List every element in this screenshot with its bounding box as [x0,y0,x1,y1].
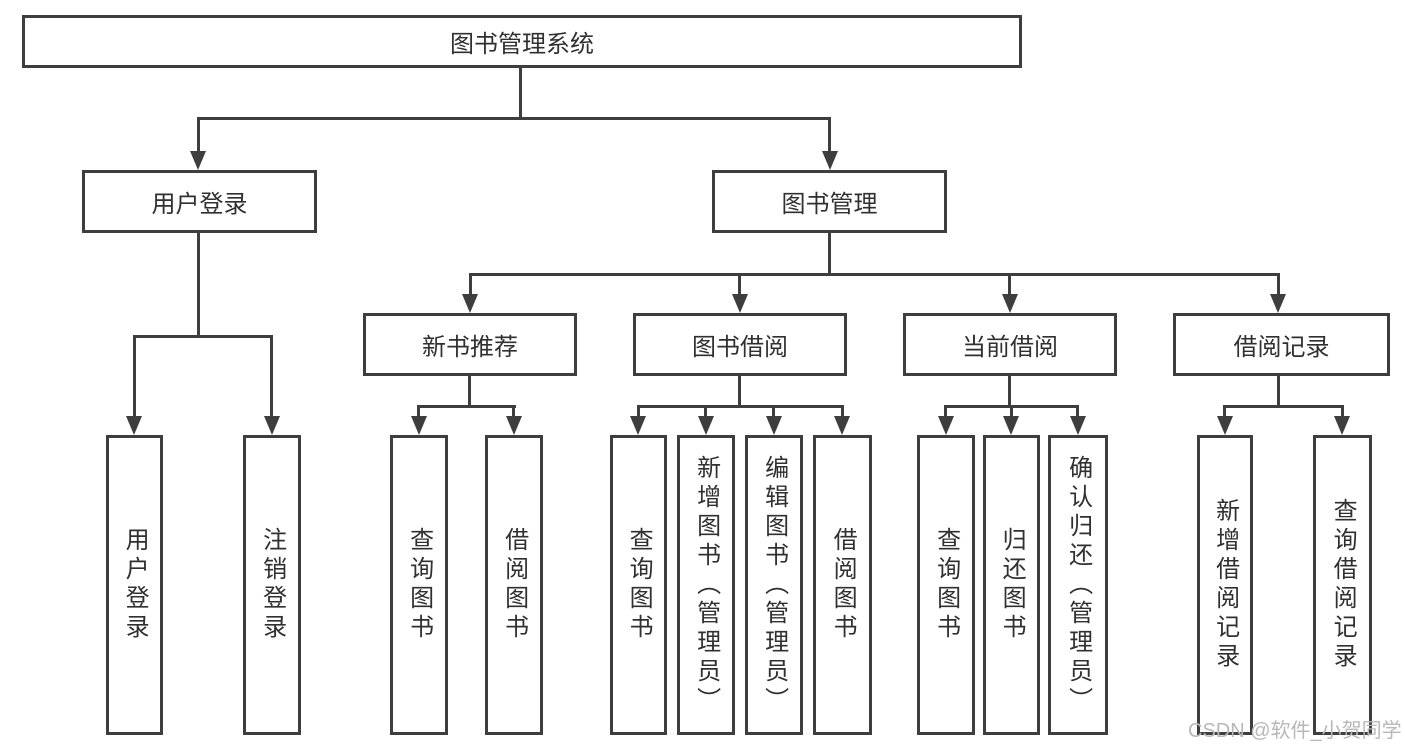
leaf-records-add-label: 新增借阅记录 [1211,498,1239,672]
connector-newbook-stem [468,376,471,407]
leaf-records-add: 新增借阅记录 [1197,435,1253,735]
connector-drop [944,405,947,421]
leaf-newbook-query-label: 查询图书 [405,527,433,643]
node-root: 图书管理系统 [22,15,1022,68]
arrowhead-down-icon [1217,416,1233,435]
connector-root-stem [519,68,522,120]
arrowhead-down-icon [190,151,206,170]
node-new-book-recommend: 新书推荐 [363,313,577,376]
connector-drop-user-leaf1 [133,335,136,421]
connector-drop-currentborrow [1008,273,1011,298]
watermark: CSDN @软件_小贺同学 [1188,720,1402,742]
leaf-current-return: 归还图书 [983,435,1040,735]
arrowhead-down-icon [462,294,478,313]
arrowhead-down-icon [630,416,646,435]
arrowhead-down-icon [822,151,838,170]
arrowhead-down-icon [938,416,954,435]
connector-drop [1076,405,1079,421]
connector-drop-records [1277,273,1280,298]
arrowhead-down-icon [1002,294,1018,313]
node-user-login-label: 用户登录 [151,191,248,218]
connector-drop-newbook [469,273,472,298]
connector-user-bar [133,335,273,338]
node-borrow-records-label: 借阅记录 [1233,334,1330,361]
leaf-newbook-borrow-label: 借阅图书 [500,527,528,643]
node-book-management-label: 图书管理 [781,191,878,218]
connector-bookmgmt-bar [469,273,1279,276]
connector-drop-user-leaf2 [270,335,273,421]
node-book-borrow-label: 图书借阅 [692,334,788,361]
arrowhead-down-icon [766,416,782,435]
arrowhead-down-icon [1003,416,1019,435]
arrowhead-down-icon [264,416,280,435]
connector-drop [637,405,640,421]
connector-user-stem [197,233,200,337]
connector-drop [1341,405,1344,421]
node-user-login: 用户登录 [82,170,317,233]
arrowhead-down-icon [834,416,850,435]
connector-drop [704,405,707,421]
connector-drop-user [197,117,200,155]
leaf-current-confirm-admin-label: 确认归还（管理员） [1064,454,1092,716]
arrowhead-down-icon [1270,294,1286,313]
leaf-borrow-book: 借阅图书 [813,435,872,735]
arrowhead-down-icon [698,416,714,435]
node-borrow-records: 借阅记录 [1173,313,1390,376]
leaf-borrow-query: 查询图书 [610,435,667,735]
connector-drop [512,405,515,421]
arrowhead-down-icon [1070,416,1086,435]
leaf-current-query-label: 查询图书 [932,527,960,643]
leaf-current-confirm-admin: 确认归还（管理员） [1048,435,1108,735]
connector-bookmgmt-stem [828,233,831,275]
leaf-logout: 注销登录 [243,435,301,735]
leaf-borrow-add-admin-label: 新增图书（管理员） [692,454,720,716]
connector-bookborrow-stem [738,376,741,407]
connector-drop-bookborrow [738,273,741,298]
node-current-borrow-label: 当前借阅 [962,334,1058,361]
leaf-user-login: 用户登录 [106,435,163,735]
connector-drop [841,405,844,421]
node-current-borrow: 当前借阅 [903,313,1117,376]
arrowhead-down-icon [126,416,142,435]
connector-drop [1010,405,1013,421]
leaf-borrow-book-label: 借阅图书 [829,527,857,643]
leaf-user-login-label: 用户登录 [121,527,149,643]
leaf-newbook-borrow: 借阅图书 [485,435,543,735]
connector-drop-bookmgmt [828,117,831,155]
connector-root-bar [197,117,831,120]
leaf-borrow-edit-admin: 编辑图书（管理员） [745,435,803,735]
node-book-management: 图书管理 [712,170,947,233]
connector-drop [1223,405,1226,421]
leaf-current-query: 查询图书 [917,435,975,735]
arrowhead-down-icon [732,294,748,313]
connector-drop [772,405,775,421]
leaf-borrow-query-label: 查询图书 [625,527,653,643]
node-book-borrow: 图书借阅 [633,313,847,376]
arrowhead-down-icon [411,416,427,435]
node-root-label: 图书管理系统 [450,31,594,58]
connector-records-bar [1224,405,1344,408]
leaf-newbook-query: 查询图书 [390,435,448,735]
connector-newbook-bar [418,405,516,408]
connector-currentborrow-stem [1008,376,1011,407]
leaf-current-return-label: 归还图书 [998,527,1026,643]
leaf-logout-label: 注销登录 [258,527,286,643]
connector-bookborrow-bar [637,405,844,408]
leaf-borrow-edit-admin-label: 编辑图书（管理员） [760,454,788,716]
connector-drop [417,405,420,421]
node-new-book-recommend-label: 新书推荐 [422,334,518,361]
leaf-borrow-add-admin: 新增图书（管理员） [677,435,735,735]
connector-records-stem [1277,376,1280,407]
arrowhead-down-icon [1334,416,1350,435]
leaf-records-query-label: 查询借阅记录 [1329,498,1357,672]
arrowhead-down-icon [506,416,522,435]
leaf-records-query: 查询借阅记录 [1313,435,1372,735]
